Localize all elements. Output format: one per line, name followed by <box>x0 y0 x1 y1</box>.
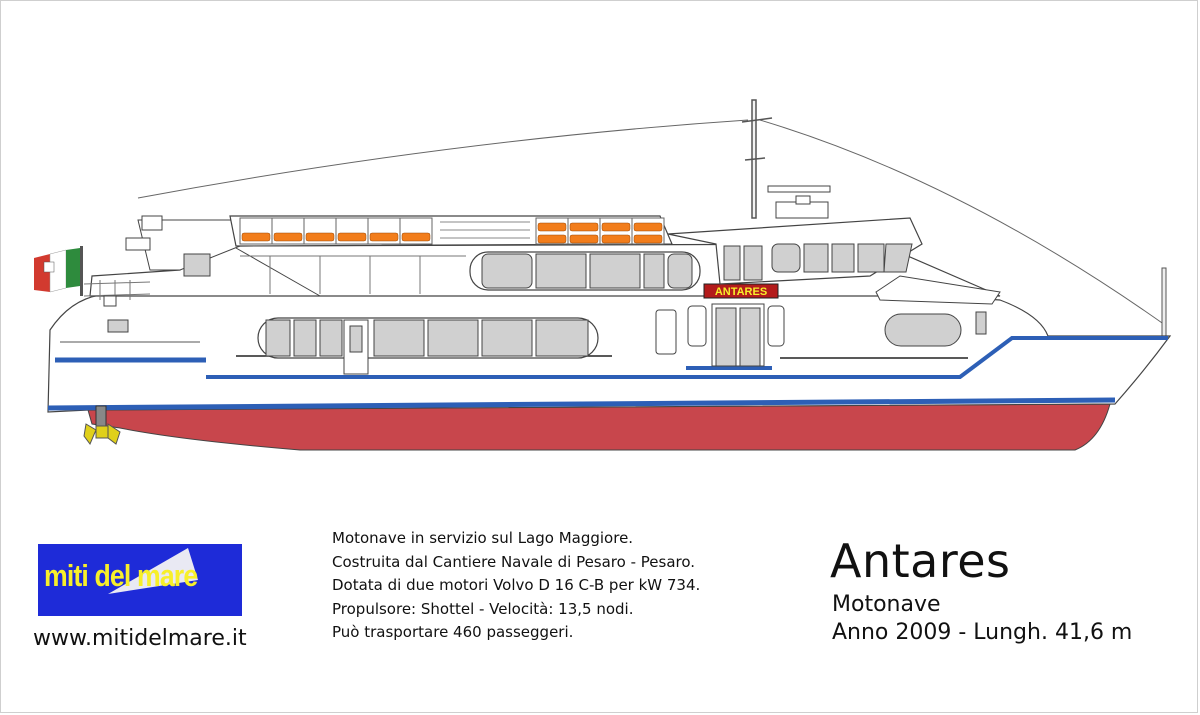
propeller-icon <box>83 405 121 445</box>
vessel-type: Motonave <box>832 592 941 617</box>
description-line: Propulsore: Shottel - Velocità: 13,5 nod… <box>332 599 634 618</box>
website-link[interactable]: www.mitidelmare.it <box>33 626 247 651</box>
wheelhouse-windows <box>723 243 885 281</box>
mast <box>741 99 773 219</box>
bow-staff <box>1161 267 1167 339</box>
description-list: Motonave in servizio sul Lago Maggiore. … <box>332 527 700 645</box>
logo-sail-icon <box>108 548 198 594</box>
upper-railing <box>240 255 466 294</box>
ship-illustration: ANTARES <box>34 99 1172 451</box>
hull-side <box>47 291 1172 413</box>
bow-window <box>884 313 962 347</box>
vessel-specs: Anno 2009 - Lungh. 41,6 m <box>832 620 1133 645</box>
miti-del-mare-logo: miti del mare <box>38 544 242 616</box>
rigging-wire-front <box>759 119 1166 326</box>
description-line: Motonave in servizio sul Lago Maggiore. <box>332 529 634 547</box>
description-line: Dotata di due motori Volvo D 16 C-B per … <box>332 576 701 594</box>
deck-stripe-main <box>206 336 1168 379</box>
flag-pole <box>80 246 83 296</box>
side-door <box>655 309 677 355</box>
entrance-doors <box>687 303 785 367</box>
main-deck-windows <box>265 319 589 357</box>
logo-text: miti del mare <box>44 558 198 593</box>
rigging-wire-back <box>137 119 749 199</box>
bow-shelter <box>875 275 1001 305</box>
upper-windows <box>481 253 693 289</box>
lifeboats <box>241 222 663 244</box>
hull-bottom <box>87 403 1111 451</box>
italian-flag-icon <box>34 248 80 293</box>
name-board <box>703 283 779 299</box>
description-line: Può trasportare 460 passeggeri. <box>332 623 574 641</box>
description-line: Costruita dal Cantiere Navale di Pesaro … <box>332 552 696 571</box>
vessel-name: Antares <box>830 534 1011 588</box>
name-board-text: ANTARES <box>715 286 767 298</box>
waterline-stripe <box>47 397 1116 411</box>
